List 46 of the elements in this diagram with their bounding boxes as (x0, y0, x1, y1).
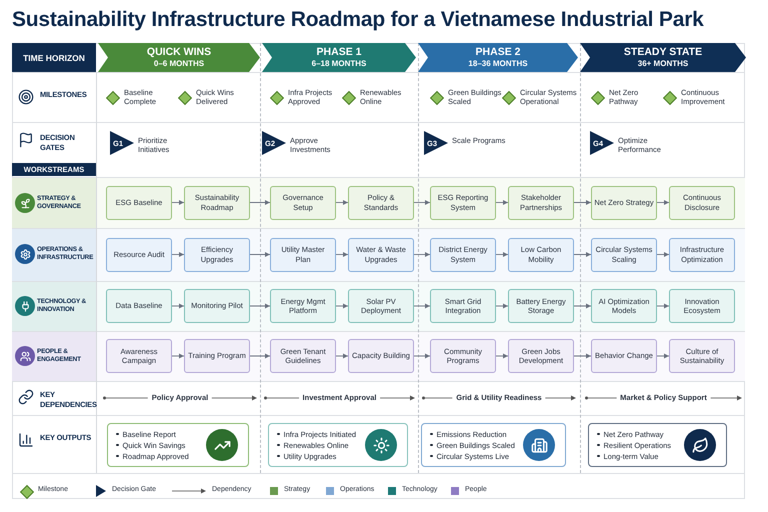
output-card (421, 423, 566, 467)
arrow (574, 354, 592, 358)
arrow (656, 252, 670, 257)
output-card (107, 423, 249, 467)
arrow (250, 200, 270, 205)
arrow (172, 252, 184, 257)
arrow (414, 354, 430, 358)
phase-header (262, 43, 416, 72)
output-card (268, 423, 408, 467)
title: Sustainability Infrastructure Roadmap for a Vietnamese Industrial Park (12, 8, 704, 32)
arrow (414, 200, 430, 205)
output-card (588, 423, 727, 467)
arrow (656, 200, 670, 205)
phase-header (580, 43, 746, 72)
arrow (496, 304, 508, 308)
arrow (414, 252, 430, 257)
arrow (496, 252, 508, 257)
arrow (336, 200, 348, 205)
phase-header (418, 43, 578, 72)
phase-header (98, 43, 260, 72)
arrow (250, 252, 270, 257)
phase-title: PHASE 2 (476, 46, 520, 59)
phase-title: QUICK WINS (146, 46, 212, 59)
phase-title: PHASE 1 (316, 46, 362, 59)
phase-duration: 0–6 MONTHS (154, 59, 204, 69)
phase-duration: 6–18 MONTHS (312, 59, 366, 69)
arrow (414, 304, 430, 308)
arrow (574, 252, 592, 257)
arrow (336, 304, 348, 308)
arrow (574, 200, 592, 205)
header-cell: TIME HORIZON (12, 43, 96, 72)
arrow (250, 354, 270, 358)
arrow (172, 304, 184, 308)
arrow (250, 304, 270, 308)
phase-duration: 36+ MONTHS (638, 59, 688, 69)
arrow (496, 354, 508, 358)
phase-title: STEADY STATE (624, 46, 702, 59)
arrow (496, 200, 508, 205)
arrow (574, 304, 592, 308)
arrow (336, 252, 348, 257)
arrow (656, 354, 670, 358)
arrow (336, 354, 348, 358)
arrow (172, 200, 184, 205)
arrow (656, 304, 670, 308)
phase-duration: 18–36 MONTHS (468, 59, 528, 69)
arrow (172, 354, 184, 358)
